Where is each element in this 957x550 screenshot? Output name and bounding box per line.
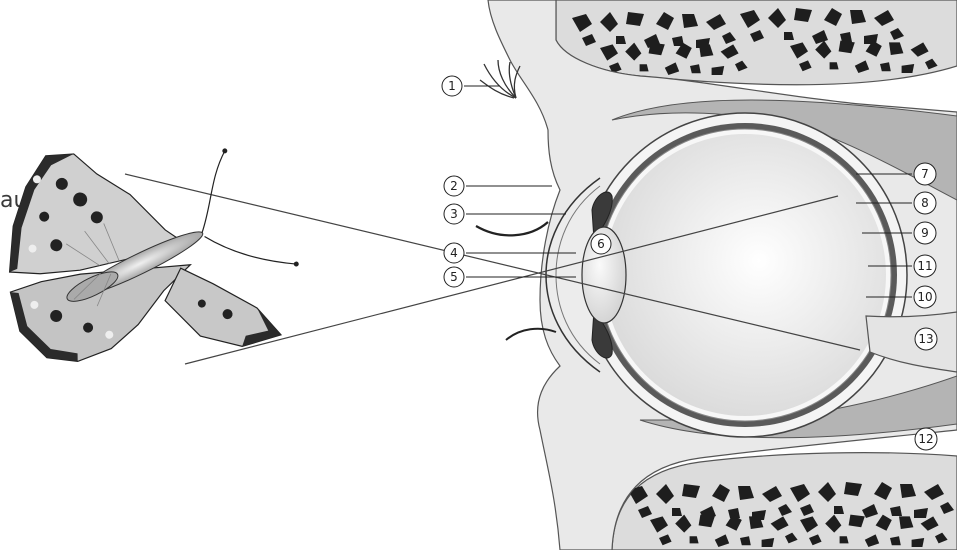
callout-number: 12 <box>918 432 933 446</box>
butterfly-image <box>0 123 309 377</box>
callout-1: 1 <box>442 76 462 96</box>
upper-eyelid-edge <box>476 222 548 235</box>
callout-5: 5 <box>444 267 464 287</box>
callout-13: 13 <box>915 328 937 350</box>
callout-9: 9 <box>914 222 936 244</box>
callout-number: 6 <box>597 237 605 251</box>
callout-7: 7 <box>914 163 936 185</box>
callout-number: 4 <box>450 246 458 260</box>
callout-4: 4 <box>444 243 464 263</box>
callout-2: 2 <box>444 176 464 196</box>
callout-8: 8 <box>914 192 936 214</box>
callout-number: 11 <box>917 259 932 273</box>
callout-3: 3 <box>444 204 464 224</box>
callout-number: 3 <box>450 207 458 221</box>
callout-number: 13 <box>918 332 933 346</box>
callout-number: 2 <box>450 179 458 193</box>
callout-number: 7 <box>921 167 929 181</box>
callout-number: 5 <box>450 270 458 284</box>
vitreous-body <box>604 134 886 416</box>
callout-number: 8 <box>921 196 929 210</box>
callout-12: 12 <box>915 428 937 450</box>
callout-6: 6 <box>591 234 611 254</box>
callout-number: 1 <box>448 79 456 93</box>
callout-11: 11 <box>914 255 936 277</box>
callout-number: 10 <box>917 290 932 304</box>
callout-number: 9 <box>921 226 929 240</box>
callout-10: 10 <box>914 286 936 308</box>
